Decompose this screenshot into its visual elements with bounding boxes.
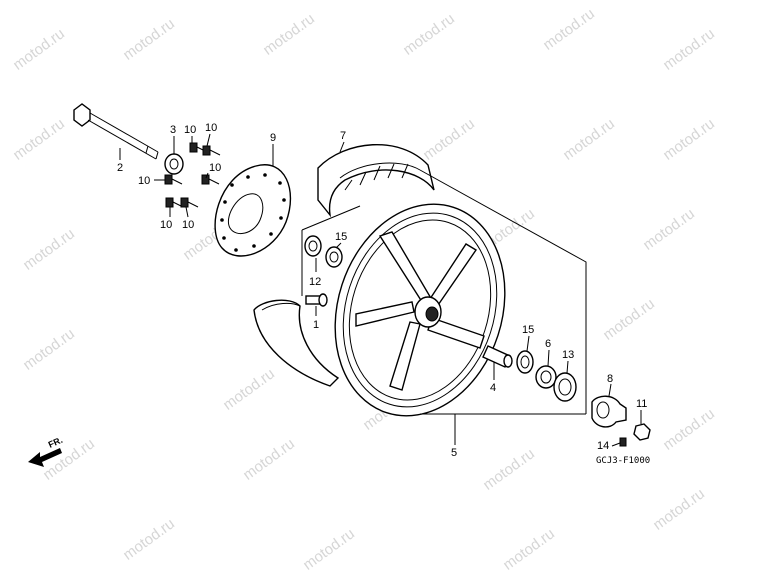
callout-10: 10 <box>138 175 150 187</box>
front-arrow: FR. <box>28 435 64 467</box>
callout-10: 10 <box>209 162 221 174</box>
speedometer-gearbox <box>591 395 627 428</box>
disc-bolt <box>180 197 199 208</box>
tire-valve <box>305 293 328 307</box>
callout-9: 9 <box>270 132 276 144</box>
callout-12: 12 <box>309 276 321 288</box>
callout-8: 8 <box>607 373 613 385</box>
leader-lines <box>119 133 642 447</box>
bearing-right <box>516 350 534 374</box>
callout-15: 15 <box>522 324 534 336</box>
axle-bolt <box>73 103 159 160</box>
gear-retainer <box>553 372 577 402</box>
front-arrow-label: FR. <box>47 435 64 450</box>
callout-2: 2 <box>117 162 123 174</box>
brake-disc <box>214 164 291 257</box>
callout-5: 5 <box>451 447 457 459</box>
callout-6: 6 <box>545 338 551 350</box>
callout-1: 1 <box>313 319 319 331</box>
callout-15: 15 <box>335 231 347 243</box>
callout-11: 11 <box>636 398 647 410</box>
bearing-left <box>304 235 343 268</box>
diagram-code: GCJ3-F1000 <box>596 456 650 466</box>
disc-bolt <box>164 174 183 185</box>
tire <box>317 144 435 218</box>
tube-flap <box>253 299 340 387</box>
axle-nut <box>633 423 651 441</box>
screw <box>619 437 627 447</box>
distance-collar <box>482 345 513 368</box>
callout-10: 10 <box>205 122 217 134</box>
dust-seal <box>535 365 557 389</box>
callout-13: 13 <box>562 349 574 361</box>
disc-bolt <box>202 145 221 156</box>
disc-bolt <box>201 174 220 185</box>
callout-10: 10 <box>182 219 194 231</box>
callout-10: 10 <box>160 219 172 231</box>
callout-3: 3 <box>170 124 176 136</box>
wheel-rim <box>334 203 506 417</box>
callout-10: 10 <box>184 124 196 136</box>
callout-4: 4 <box>490 382 496 394</box>
disc-bolt <box>165 197 184 208</box>
assembly-outline <box>301 169 587 415</box>
callout-7: 7 <box>340 130 346 142</box>
axle-collar <box>164 153 184 175</box>
callout-14: 14 <box>597 440 609 452</box>
